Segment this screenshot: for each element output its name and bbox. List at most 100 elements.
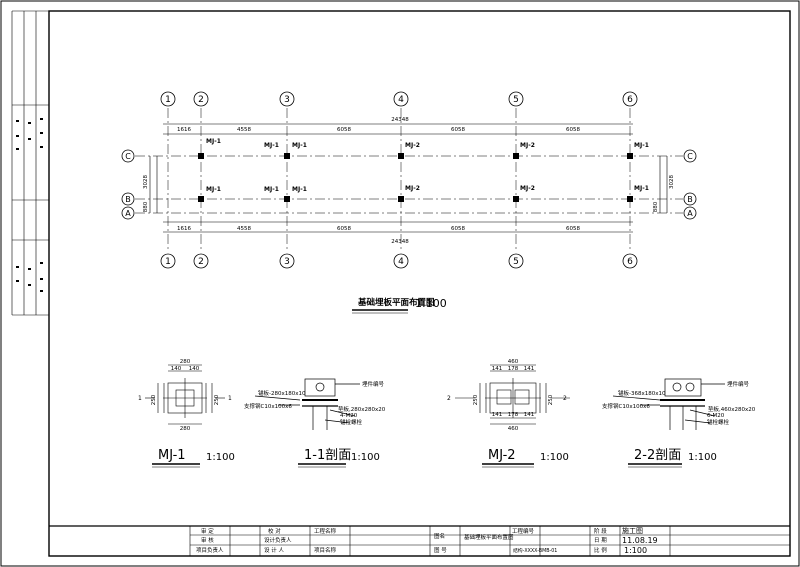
tb-drawing-title: 基础埋板平面布置图 [464,533,514,541]
embed-label: MJ-2 [405,185,420,192]
title-block: 审 定 校 对 工程名称 图名 基础埋板平面布置图 工程编号 阶 段 施工图 审… [49,525,790,556]
section-mark: 1 [228,395,232,402]
section-note: 支撑钢C10x100x6 [244,402,292,410]
section-mark: 2 [563,395,567,402]
tb-scale: 1:100 [624,546,647,555]
tb-date: 11.08.19 [622,536,658,545]
embed-label: MJ-1 [206,138,221,145]
tb-drawing-no-label: 图 号 [434,546,447,554]
dim-third: 141 [524,366,535,372]
dim-third: 141 [524,412,535,418]
section-note: 埋件编号 [362,380,385,388]
embed-label: MJ-2 [405,142,420,149]
section-scale: 1:100 [351,452,380,463]
tb-project-no: 工程编号 [512,527,535,535]
bay-dimension: 4558 [237,127,251,133]
axis-label-top: 3 [284,95,290,105]
embed-label: MJ-2 [520,185,535,192]
dim-height: 250 [214,394,220,405]
detail-title: MJ-2 [488,448,516,463]
axis-label-bottom: 4 [398,257,404,267]
tb-item-name: 项目名称 [314,546,337,554]
tb-scale-label: 比 例 [594,546,607,554]
dim-half: 140 [171,366,182,372]
dim-width: 280 [180,359,191,365]
embed-label: MJ-1 [634,185,649,192]
section-note: 锚栓螺栓 [340,418,363,426]
section-title: 1-1剖面 [304,448,351,463]
dim-width: 460 [508,359,519,365]
detail-title: MJ-1 [158,448,186,463]
tb-drawing-name: 图名 [434,532,445,540]
section-note: 垫板,460x280x20 [708,405,756,413]
drawing-frame [48,10,791,557]
tb-design-lead: 设计负责人 [264,536,292,544]
section-mark: 2 [447,395,451,402]
detail-scale: 1:100 [206,452,235,463]
section-note: 6-M20 [707,413,725,419]
section-note: 支撑钢C10x100x6 [602,402,650,410]
tb-review: 审 核 [201,536,214,544]
dim-height: 250 [548,394,554,405]
row-dimension: 880 [143,201,149,212]
axis-label-bottom: 6 [627,257,633,267]
section-note: 4-M20 [340,413,358,419]
axis-label-bottom: 1 [165,257,171,267]
section-title: 2-2剖面 [634,448,681,463]
axis-label-top: 2 [198,95,204,105]
bay-dimension: 6058 [451,226,465,232]
bay-dimension: 6058 [566,127,580,133]
dim-third: 141 [492,366,503,372]
embed-label: MJ-1 [292,186,307,193]
total-dimension-top: 24348 [391,117,409,123]
bay-dimension: 1616 [177,127,191,133]
embed-label: MJ-1 [264,142,279,149]
section-1-1: 锚板-280x180x10 支撑钢C10x100x6 埋件编号 4-M20 锚栓… [244,378,386,468]
axis-label-top: 6 [627,95,633,105]
tb-stage-label: 阶 段 [594,527,607,535]
section-note: 锚板-280x180x10 [258,389,306,397]
dim-height: 250 [473,394,479,405]
embed-label: MJ-1 [206,186,221,193]
row-label-right: A [687,209,693,218]
total-dimension-bottom: 24348 [391,239,409,245]
tb-date-label: 日 期 [594,537,607,544]
dim-height: 250 [151,394,157,405]
dim-third: 178 [508,366,519,372]
bay-dimension: 6058 [337,226,351,232]
row-label-left: C [125,152,131,161]
tb-project-lead: 项目负责人 [196,546,224,554]
row-label-right: B [687,195,693,204]
bay-dimension: 6058 [451,127,465,133]
dim-half: 140 [189,366,200,372]
embed-label: MJ-1 [634,142,649,149]
axis-label-bottom: 2 [198,257,204,267]
section-mark: 1 [138,395,142,402]
section-note: 锚栓螺栓 [707,418,730,426]
bay-dimension: 1616 [177,226,191,232]
detail-mj2: 460 141 178 141 141 178 141 460 250 250 … [447,359,570,468]
tb-project-name: 工程名称 [314,527,337,535]
plan-scale: 1:100 [415,297,447,310]
axis-label-bottom: 3 [284,257,290,267]
axis-label-top: 4 [398,95,404,105]
axis-label-bottom: 5 [513,257,519,267]
bay-dimension: 4558 [237,226,251,232]
tb-drawing-no: 结构-XXXX-BMB-01 [513,547,557,554]
dim-width: 280 [180,426,191,432]
section-note: 锚板-368x180x10 [618,389,666,397]
axis-label-top: 5 [513,95,519,105]
embed-label: MJ-1 [292,142,307,149]
tb-designer: 设 计 人 [264,546,284,554]
binding-strip [11,10,49,316]
dim-third: 141 [492,412,503,418]
row-label-right: C [687,152,693,161]
embed-label: MJ-2 [520,142,535,149]
section-scale: 1:100 [688,452,717,463]
binding-strip-marks [16,118,43,292]
row-label-left: B [125,195,131,204]
dim-third: 178 [508,412,519,418]
detail-mj1: 280 140 140 280 250 250 1 1 MJ-1 1:100 [138,359,235,468]
